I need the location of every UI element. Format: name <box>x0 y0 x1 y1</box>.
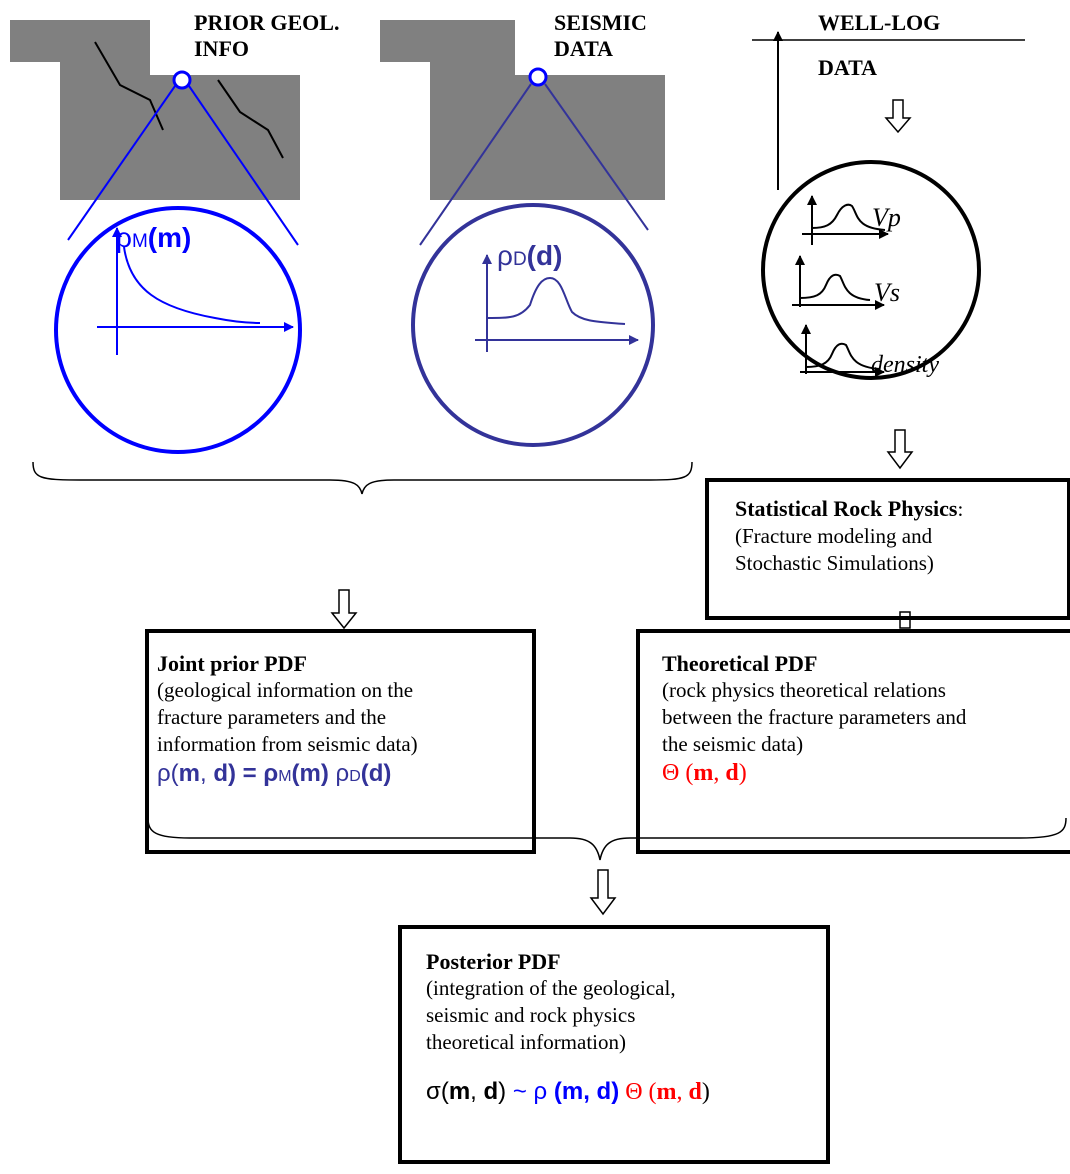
rock-physics-body-line: (Fracture modeling and <box>735 524 933 548</box>
joint-prior-box: Joint prior PDF (geological information … <box>145 629 536 854</box>
vs-label: Vs <box>874 278 900 307</box>
prior-sample-point <box>172 70 192 90</box>
fault-line-2 <box>217 79 284 159</box>
posterior-title: Posterior PDF <box>426 949 561 974</box>
seismic-label-line1: SEISMIC <box>554 10 647 35</box>
seismic-pdf-circle <box>411 203 655 447</box>
joint-prior-body-line: information from seismic data) <box>157 732 418 756</box>
seismic-sample-point <box>528 67 548 87</box>
density-curve-label: density <box>871 352 939 378</box>
theoretical-formula: Θ (m, d) <box>662 760 747 786</box>
posterior-formula: σ(m, d) ~ ρ (m, d) Θ (m, d) <box>426 1078 710 1105</box>
prior-density-label: ρM(m) <box>116 222 192 253</box>
fault-line-1 <box>94 41 164 131</box>
prior-label-line2: INFO <box>194 36 249 61</box>
curly-brace-icon <box>32 461 693 495</box>
joint-prior-body-line: (geological information on the <box>157 678 414 702</box>
hollow-down-arrow-icon <box>884 99 912 134</box>
theoretical-body-line: between the fracture parameters and <box>662 705 967 729</box>
joint-prior-title: Joint prior PDF <box>157 651 307 676</box>
welllog-label-line2: DATA <box>818 55 878 80</box>
posterior-box: Posterior PDF (integration of the geolog… <box>398 925 830 1164</box>
welllog-circle <box>761 160 981 380</box>
seismic-label-line2: DATA <box>554 36 614 61</box>
rock-physics-box: Statistical Rock Physics: (Fracture mode… <box>705 478 1070 620</box>
theoretical-title: Theoretical PDF <box>662 651 818 676</box>
welllog-label-line1: WELL-LOG <box>818 10 941 35</box>
seismic-geology-block <box>380 20 665 200</box>
rock-physics-title: Statistical Rock Physics <box>735 496 958 521</box>
hollow-down-arrow-icon <box>330 589 358 630</box>
curly-brace-icon <box>147 817 1067 861</box>
joint-prior-body-line: fracture parameters and the <box>157 705 387 729</box>
posterior-body-line: theoretical information) <box>426 1030 627 1054</box>
vp-label: Vp <box>872 203 901 232</box>
prior-pdf-curve <box>123 246 261 324</box>
joint-prior-formula: ρ(m, d) = ρM(m) ρD(d) <box>157 760 392 787</box>
prior-pdf-circle <box>54 206 302 454</box>
posterior-body-line: seismic and rock physics <box>426 1003 636 1027</box>
hollow-down-arrow-icon <box>886 429 914 470</box>
seismic-pdf-curve <box>486 276 626 325</box>
prior-label-line1: PRIOR GEOL. <box>194 10 340 35</box>
theoretical-body-line: (rock physics theoretical relations <box>662 678 946 702</box>
posterior-body-line: (integration of the geological, <box>426 976 676 1000</box>
theoretical-body-line: the seismic data) <box>662 732 804 756</box>
hollow-down-arrow-icon <box>589 869 617 916</box>
seismic-density-label: ρD(d) <box>497 240 563 271</box>
prior-label: PRIOR GEOL. INFO <box>194 10 339 62</box>
seismic-label: SEISMIC DATA <box>554 10 647 62</box>
theoretical-box: Theoretical PDF (rock physics theoretica… <box>636 629 1070 854</box>
rock-physics-body-line: Stochastic Simulations) <box>735 551 934 575</box>
